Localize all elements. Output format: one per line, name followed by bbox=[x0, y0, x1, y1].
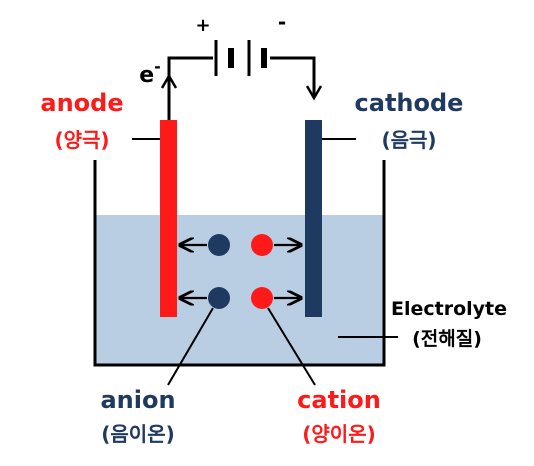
cation-particle bbox=[251, 234, 273, 256]
circuit-wire bbox=[167, 56, 316, 122]
anion-pointer-line bbox=[167, 307, 214, 386]
anode-label: anode bbox=[40, 89, 123, 117]
anion-particle bbox=[208, 234, 230, 256]
anion-particle bbox=[208, 287, 230, 309]
battery-symbol bbox=[214, 40, 267, 76]
electron-flow-arrow-up bbox=[160, 73, 178, 89]
electrolyte-label: Electrolyte bbox=[391, 298, 507, 320]
electrolyte-korean-label: (전해질) bbox=[412, 328, 482, 350]
anode-electrode bbox=[160, 120, 177, 317]
beaker bbox=[93, 160, 386, 367]
battery-minus-label: - bbox=[278, 10, 286, 34]
cation-particle bbox=[251, 287, 273, 309]
cathode-electrode bbox=[305, 120, 322, 317]
cathode-label: cathode bbox=[355, 89, 464, 117]
anode-korean-label: (양극) bbox=[54, 128, 109, 152]
anion-label: anion bbox=[100, 386, 175, 414]
cathode-korean-label: (음극) bbox=[381, 128, 436, 152]
electron-flow-arrow-down bbox=[305, 85, 323, 101]
anion-korean-label: (음이온) bbox=[101, 422, 174, 446]
cation-korean-label: (양이온) bbox=[302, 422, 375, 446]
cation-label: cation bbox=[297, 386, 381, 414]
battery-plus-label: + bbox=[195, 15, 210, 36]
cation-pointer-line bbox=[267, 307, 316, 386]
electron-label: e- bbox=[139, 57, 161, 88]
electrolyte-liquid bbox=[95, 215, 384, 365]
